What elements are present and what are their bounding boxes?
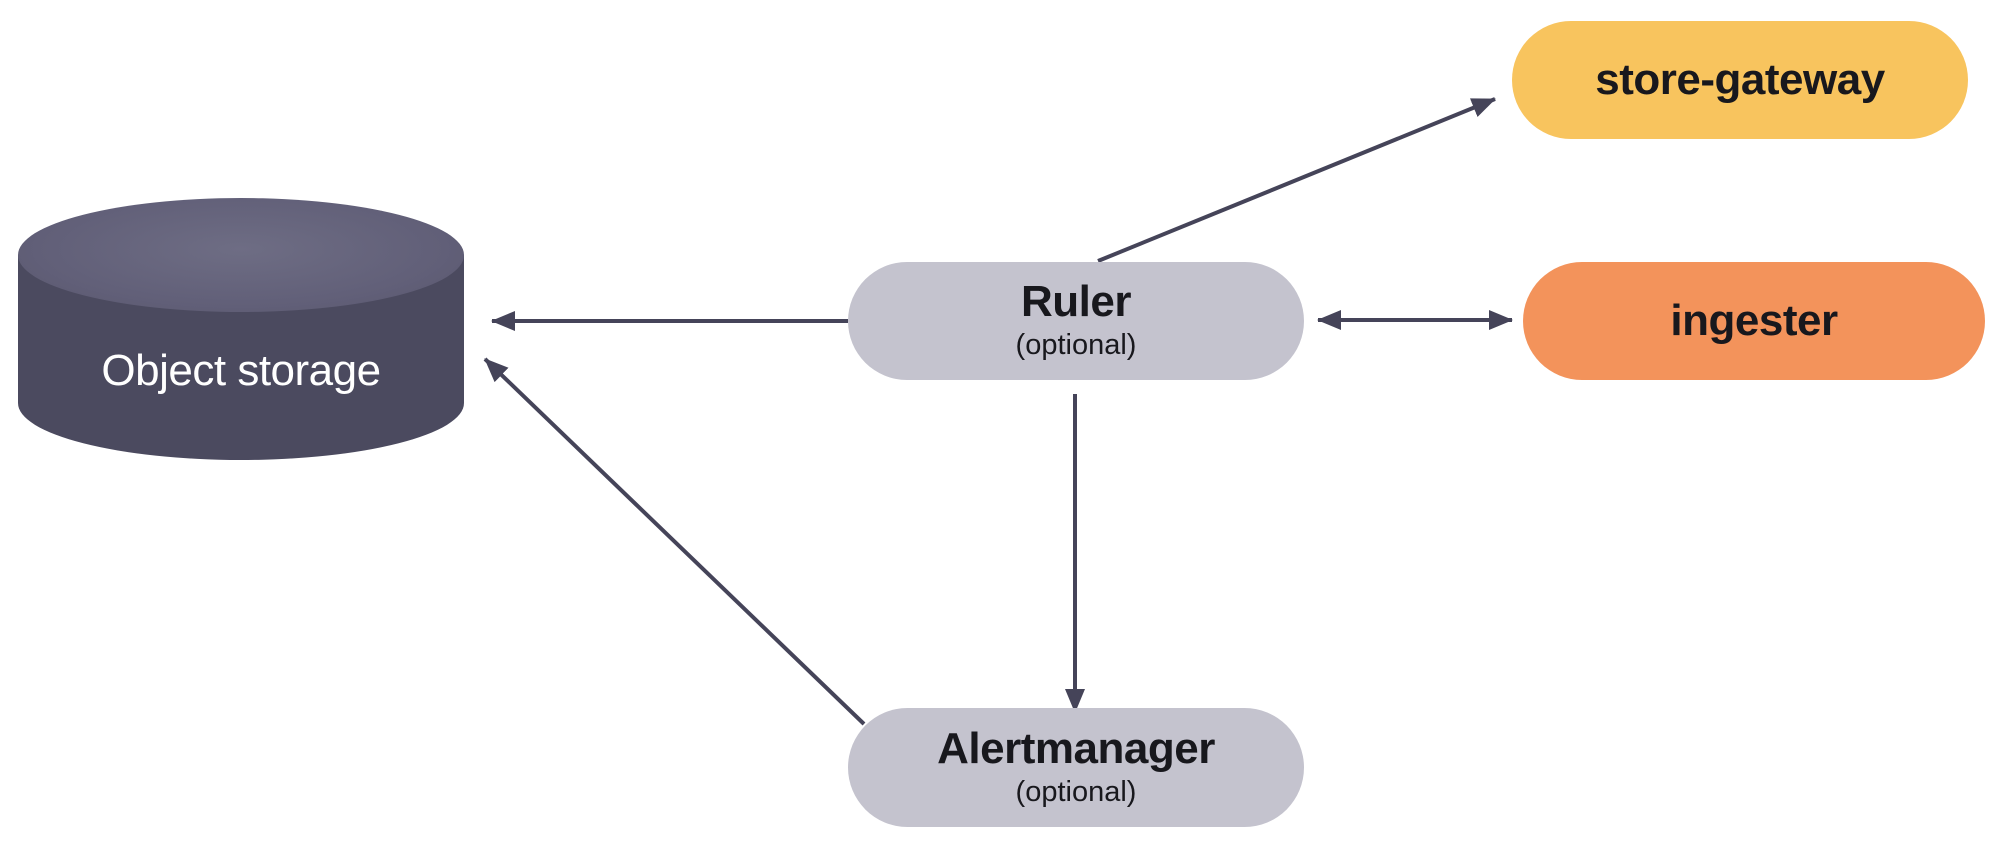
edge-alertmanager-to-object_storage — [483, 357, 866, 726]
edge-ruler-to-store_gateway — [1097, 97, 1496, 263]
edge-group — [483, 97, 1513, 726]
node-ruler: Ruler (optional) — [848, 262, 1304, 380]
alertmanager-label: Alertmanager — [937, 723, 1215, 773]
node-alertmanager: Alertmanager (optional) — [848, 708, 1304, 827]
node-store-gateway: store-gateway — [1512, 21, 1968, 139]
node-ingester: ingester — [1523, 262, 1985, 380]
cylinder-top — [18, 198, 464, 312]
object-storage-label: Object storage — [101, 346, 381, 395]
store-gateway-label: store-gateway — [1595, 55, 1885, 104]
alertmanager-sublabel: (optional) — [1015, 775, 1137, 808]
ruler-sublabel: (optional) — [1015, 329, 1137, 362]
node-object-storage: Object storage — [18, 198, 464, 460]
ingester-label: ingester — [1670, 296, 1838, 345]
ruler-label: Ruler — [1021, 277, 1131, 327]
